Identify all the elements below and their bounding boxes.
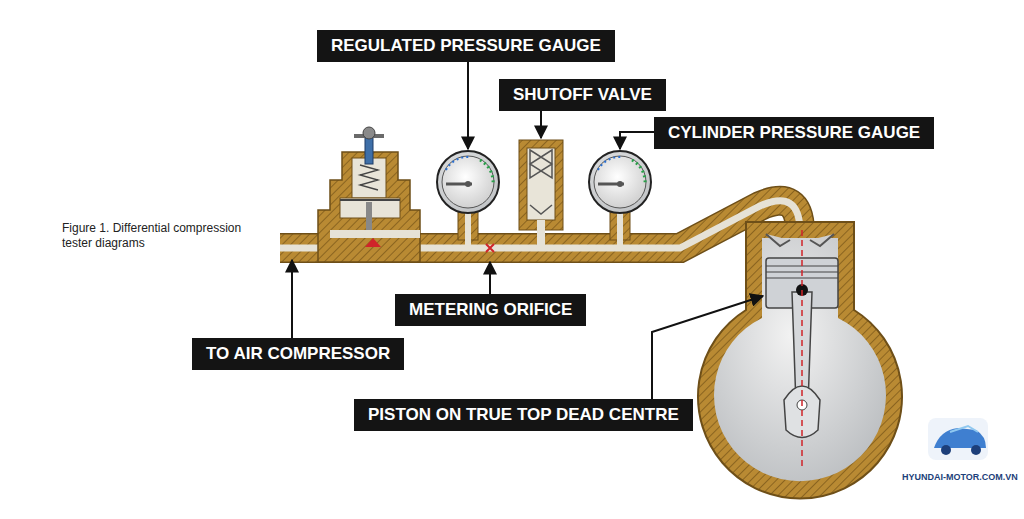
piston-callout: PISTON ON TRUE TOP DEAD CENTRE — [354, 399, 693, 431]
callout-text: PISTON ON TRUE TOP DEAD CENTRE — [368, 405, 679, 425]
callout-text: CYLINDER PRESSURE GAUGE — [668, 123, 920, 143]
callout-text: REGULATED PRESSURE GAUGE — [331, 36, 601, 56]
callout-text: SHUTOFF VALVE — [513, 85, 652, 105]
inlet-callout: TO AIR COMPRESSOR — [192, 338, 404, 370]
figure-caption: Figure 1. Differential compression teste… — [62, 221, 252, 251]
gauge-callout: REGULATED PRESSURE GAUGE — [317, 30, 615, 62]
gauge-callout: CYLINDER PRESSURE GAUGE — [654, 117, 934, 149]
callout-text: METERING ORIFICE — [409, 300, 572, 320]
orifice-callout: METERING ORIFICE — [395, 294, 586, 326]
callout-text: TO AIR COMPRESSOR — [206, 344, 390, 364]
watermark: HYUNDAI-MOTOR.COM.VN — [902, 472, 1018, 482]
valve-callout: SHUTOFF VALVE — [499, 79, 666, 111]
